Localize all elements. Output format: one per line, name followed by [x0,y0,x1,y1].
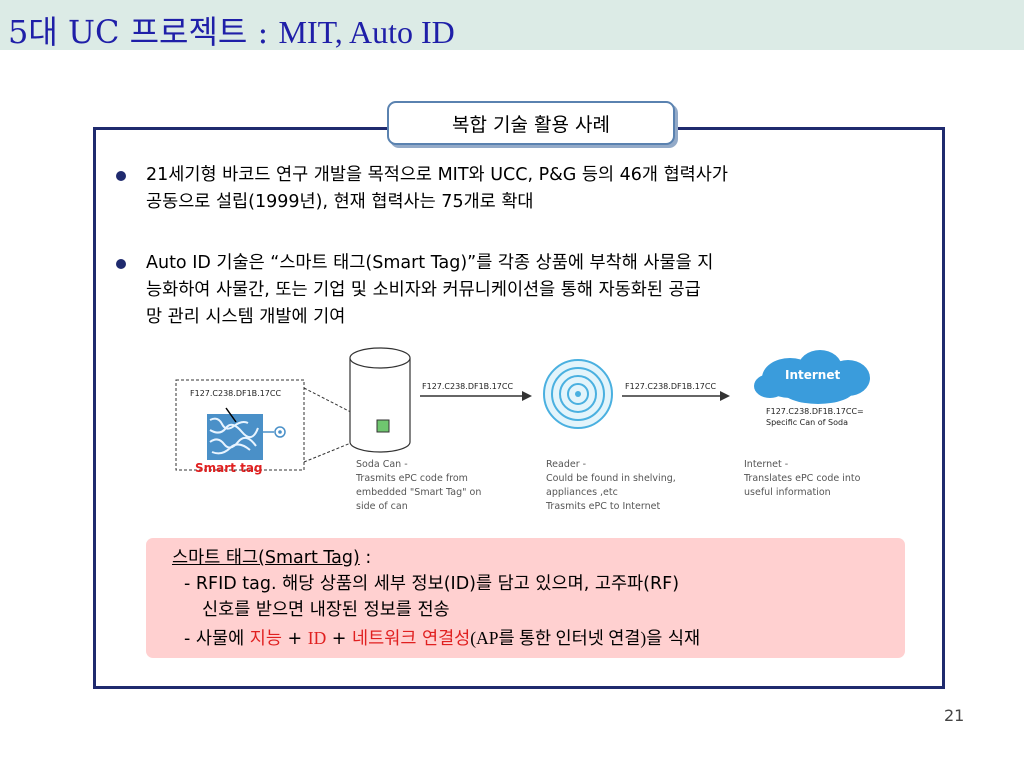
arrowhead-1 [522,391,532,401]
top-band [0,0,1024,50]
cloud-label: Internet [785,368,841,382]
arrowhead-2 [720,391,730,401]
note-ap-internet: (AP를 통한 인터넷 연결) [470,628,647,648]
note-id: ID [307,628,327,648]
chip-circuit [209,417,259,455]
title-sub: MIT, Auto ID [278,14,455,50]
note-network: 네트워크 연결성 [352,629,471,649]
note-intelligence: 지능 [249,629,282,649]
reader-icon [543,359,613,429]
arrow-2-code: F127.C238.DF1B.17CC [625,382,717,391]
note-line-1: - RFID tag. 해당 상품의 세부 정보(ID)를 담고 있으며, 고주… [184,574,680,594]
tag-dashed-box [175,379,305,471]
arrow-1-code: F127.C238.DF1B.17CC [422,382,514,391]
title-main: 5대 UC 프로젝트 : [8,13,279,51]
smart-tag-label: Smart tag [195,461,263,475]
note-line-3-end: 을 식재 [646,629,701,649]
chip-antenna-icon [274,426,286,438]
bullet-2-line-2: 능화하여 사물간, 또는 기업 및 소비자와 커뮤니케이션을 통해 자동화된 공… [146,280,701,300]
bullet-2-line-3: 망 관리 시스템 개발에 기여 [146,307,346,327]
bullet-1-line-2: 공동으로 설립(1999년), 현재 협력사는 75개로 확대 [146,192,534,212]
internet-cloud-icon [754,350,870,404]
diagram-graphics [175,347,870,471]
soda-can-icon [349,358,411,453]
note-line-3-a: - 사물에 [184,629,250,649]
rfid-diagram: F127.C238.DF1B.17CC Smart tag F127.C238.… [170,346,890,521]
bullet-dot [116,259,126,269]
internet-label: Internet - Translates ePC code into usef… [744,459,861,498]
note-plus-2: + [326,629,353,649]
bullet-1-line-1: 21세기형 바코드 연구 개발을 목적으로 MIT와 UCC, P&G 등의 4… [146,165,728,185]
tag-code: F127.C238.DF1B.17CC [190,389,282,398]
bullet-dot [116,171,126,181]
note-heading: 스마트 태그(Smart Tag) : [172,546,371,570]
page-number: 21 [944,706,965,725]
reader-label: Reader - Could be found in shelving, app… [546,459,676,512]
note-line-3: - 사물에 지능 + ID + 네트워크 연결성(AP를 통한 인터넷 연결)을… [184,626,700,651]
can-tag-icon [376,419,390,433]
note-heading-colon: : [359,548,372,568]
tag-link-line-1 [303,387,379,427]
bullet-2-line-1: Auto ID 기술은 “스마트 태그(Smart Tag)”를 각종 상품에 … [146,253,714,273]
note-plus-1: + [281,629,308,649]
note-heading-term: 스마트 태그(Smart Tag) [172,548,360,568]
slide-title: 5대 UC 프로젝트 : MIT, Auto ID [8,14,455,50]
cloud-code: F127.C238.DF1B.17CC= Specific Can of Sod… [766,407,864,427]
soda-can-label: Soda Can - Trasmits ePC code from embedd… [356,459,482,512]
chip-antenna-dot [278,430,282,434]
tag-pointer-arrow [225,407,237,423]
section-caption: 복합 기술 활용 사례 [387,101,675,145]
note-line-2: 신호를 받으면 내장된 정보를 전송 [202,600,450,620]
smart-tag-note: 스마트 태그(Smart Tag) : - RFID tag. 해당 상품의 세… [146,538,905,658]
soda-can-lid [349,347,411,369]
